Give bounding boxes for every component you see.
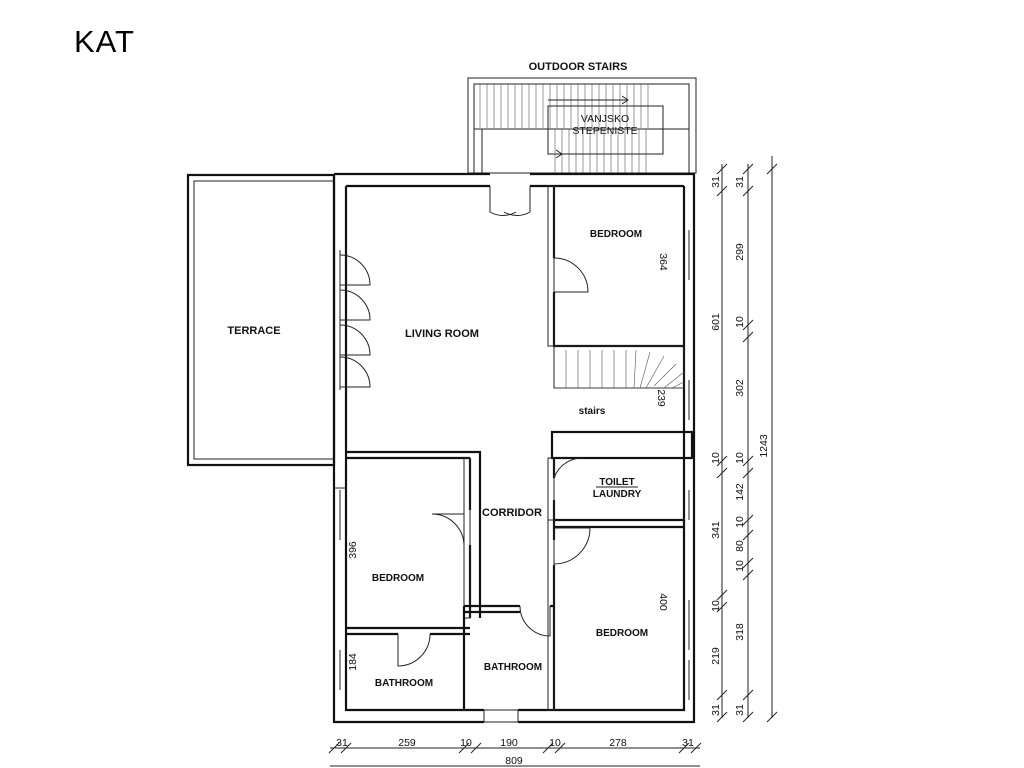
dim-bedroom-ne: 364 [657,253,669,271]
doors [339,186,591,667]
dim-r1-e: 10 [710,600,722,612]
dim-r2-h: 80 [734,540,746,552]
dim-r1-b: 601 [710,313,722,331]
dim-r2-d: 302 [734,379,746,397]
right-dimension-lines [716,156,778,723]
terrace-label: TERRACE [227,325,280,337]
dim-r2-j: 318 [734,623,746,641]
dim-bedroom-se: 400 [657,593,669,611]
internal-stairs [554,349,685,389]
dim-r2-c: 10 [734,316,746,328]
dim-b-d: 190 [500,737,518,749]
dim-total-width: 809 [505,755,523,767]
outdoor-stairs [467,77,697,174]
dim-r2-a: 31 [734,176,746,188]
vanjsko-label-1: VANJSKO [581,113,629,125]
bedroom-se-label: BEDROOM [596,628,648,639]
dim-r2-b: 299 [734,243,746,261]
dim-b-g: 31 [682,737,694,749]
interior-walls [346,185,694,711]
dim-r2-k: 31 [734,704,746,716]
dim-r2-f: 142 [734,483,746,501]
corridor-label: CORRIDOR [482,507,542,519]
laundry-label: LAUNDRY [593,489,642,500]
living-room-label: LIVING ROOM [405,328,479,340]
dim-total-height: 1243 [758,434,770,458]
dim-r1-c: 10 [710,452,722,464]
dim-r2-e: 10 [734,452,746,464]
dim-r1-g: 31 [710,704,722,716]
bathroom-w-label: BATHROOM [375,678,433,689]
dim-r2-i: 10 [734,560,746,572]
dim-r1-f: 219 [710,647,722,665]
bathroom-c-label: BATHROOM [484,662,542,673]
dim-bathroom-w: 184 [347,653,359,671]
bedroom-w-label: BEDROOM [372,573,424,584]
bottom-door [483,709,519,723]
dim-r2-g: 10 [734,516,746,528]
dim-b-f: 278 [609,737,627,749]
dim-b-c: 10 [460,737,472,749]
bottom-dimension-lines [328,742,702,767]
dim-r1-a: 31 [710,176,722,188]
dim-b-a: 31 [336,737,348,749]
dim-b-b: 259 [398,737,416,749]
dim-stairs: 239 [655,389,667,407]
outer-walls [332,172,696,724]
stairs-label: stairs [579,406,606,417]
vanjsko-label-2: STEPENISTE [572,125,637,137]
terrace [186,173,336,467]
bedroom-ne-label: BEDROOM [590,229,642,240]
left-windows [334,250,346,690]
outdoor-stairs-label: OUTDOOR STAIRS [529,61,628,73]
page-title: KAT [74,24,135,59]
dim-b-e: 10 [549,737,561,749]
dim-r1-d: 341 [710,521,722,539]
toilet-label: TOILET [599,477,634,488]
dim-bedroom-w: 396 [347,541,359,559]
